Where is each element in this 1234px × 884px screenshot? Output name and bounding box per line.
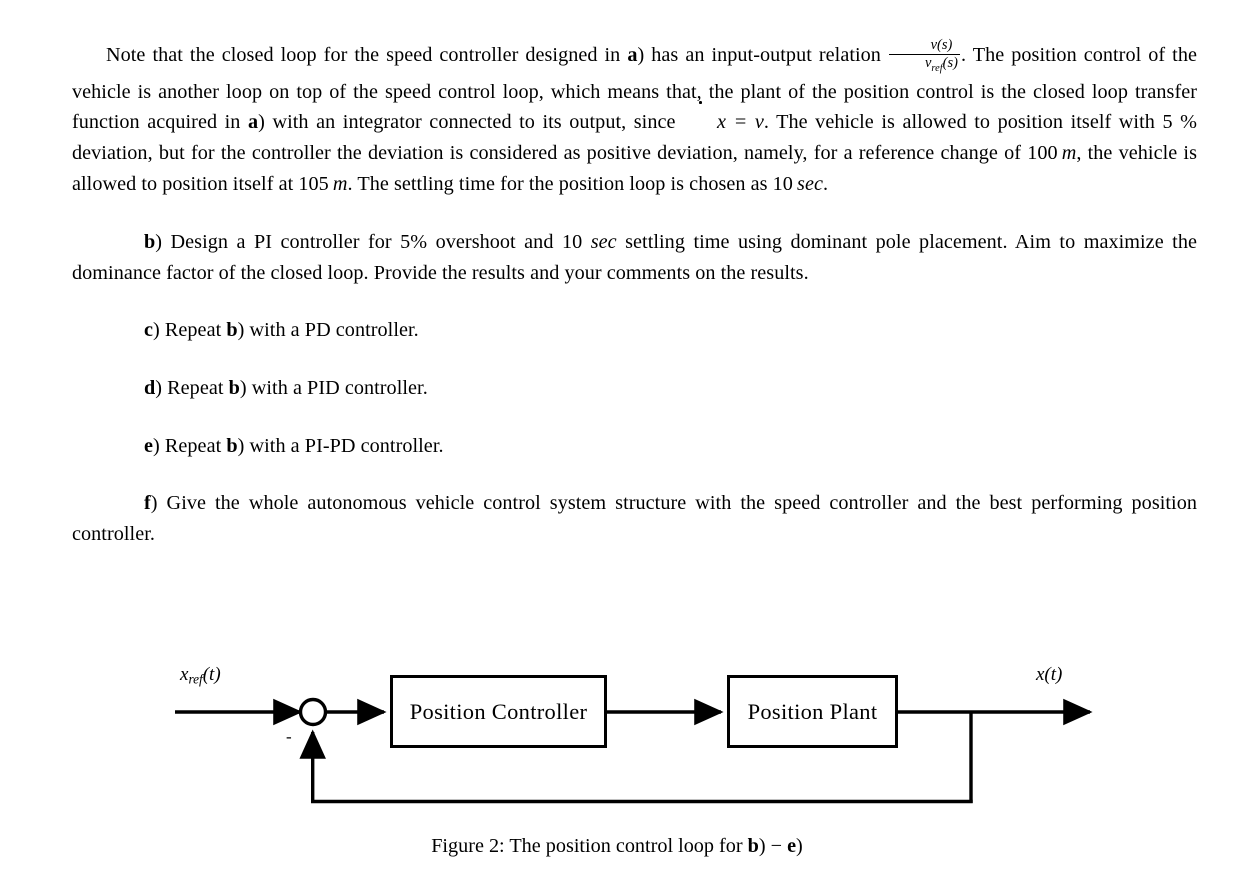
item-c-prefix: ) Repeat [153,319,227,342]
note-text-6: deviation, but for the controller the de… [72,141,1028,164]
fraction-numerator: v(s) [930,37,953,54]
item-b-sec-unit: sec [590,231,617,254]
transfer-function-fraction: v(s)vref(s) [888,37,960,74]
item-e-label: e [144,434,154,457]
item-e-prefix: ) Repeat [153,434,227,457]
block-position-controller-label: Position Controller [409,698,588,724]
item-e-ref: b [226,434,238,457]
ref-a-1: a [627,44,638,66]
item-d-label: d [144,376,156,399]
item-f-text: ) Give the whole autonomous vehicle cont… [72,492,1197,545]
item-c-ref: b [226,319,238,342]
block-diagram: Position Controller Position Plant xref(… [0,640,1234,820]
deviation-percent: 5 % [1162,111,1197,134]
item-b-text-after: settling time using dominant pole placem… [72,231,1197,284]
block-position-plant[interactable]: Position Plant [727,675,898,748]
ref-a-2: a [248,111,259,134]
diagram-wires [175,697,1093,804]
note-text-2: ) has an input-output relation [637,44,888,66]
note-text-4: ) with an integrator connected to its ou… [258,111,684,134]
item-e-suffix: ) with a PI-PD controller. [237,434,444,457]
note-text-5: . The vehicle is allowed to position its… [763,111,1163,134]
position-value: 105 m [298,172,348,195]
item-c-suffix: ) with a PD controller. [237,319,419,342]
figure-caption: Figure 2: The position control loop for … [0,835,1234,858]
item-b-text-before: ) Design a PI controller for 5% overshoo… [155,231,591,254]
settling-time-value: 10 sec [772,172,823,195]
note-text-9: . [822,172,829,195]
item-d-suffix: ) with a PID controller. [239,376,428,399]
equals-v: = v [726,111,764,134]
item-c: c) Repeat b) with a PD controller. [72,315,1197,346]
item-b-label: b [144,231,156,254]
summing-junction-sign: - [286,727,292,746]
note-text-8: . The settling time for the position loo… [347,172,773,195]
summing-junction-circle [298,697,328,727]
block-position-controller[interactable]: Position Controller [390,675,607,748]
item-e: e) Repeat b) with a PI-PD controller. [72,431,1197,462]
item-d: d) Repeat b) with a PID controller. [72,373,1197,404]
item-b: b) Design a PI controller for 5% oversho… [72,227,1197,288]
item-f-label: f [144,492,151,515]
item-d-prefix: ) Repeat [155,376,229,399]
note-text-1: Note that the closed loop for the speed … [106,44,628,66]
caption-mid: ) − [758,835,788,857]
x-dot-symbol: x [683,101,726,138]
fraction-denominator: vref(s) [888,54,960,74]
note-text-7: , the vehicle is allowed to position its… [72,141,1198,195]
caption-ref-end: e [787,835,797,857]
item-c-label: c [144,319,154,342]
caption-suffix: ) [796,835,803,857]
block-position-plant-label: Position Plant [747,698,878,724]
output-signal-label: x(t) [1036,664,1063,685]
item-d-ref: b [228,376,240,399]
input-signal-label: xref(t) [180,664,221,687]
caption-ref-start: b [747,835,759,857]
paragraph-note: Note that the closed loop for the speed … [72,37,1198,199]
caption-prefix: Figure 2: The position control loop for [431,835,748,857]
reference-change-value: 100 m [1027,141,1077,164]
figure-2: Position Controller Position Plant xref(… [0,640,1234,884]
item-f: f) Give the whole autonomous vehicle con… [72,488,1197,549]
note-text-3: . The position control of the vehicle is… [72,44,1197,134]
text-column: Note that the closed loop for the speed … [72,37,1198,549]
